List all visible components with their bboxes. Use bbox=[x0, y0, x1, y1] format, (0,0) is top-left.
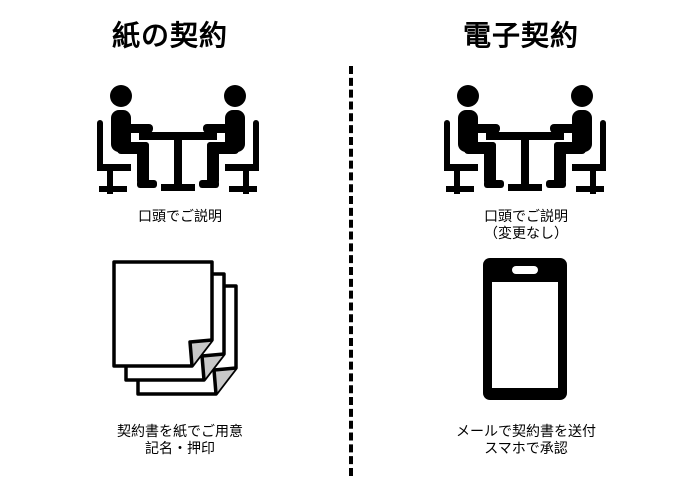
left-document-caption: 契約書を紙でご用意 記名・押印 bbox=[95, 424, 265, 458]
right-meeting-caption-line2: （変更なし） bbox=[484, 226, 568, 242]
right-meeting-caption: 口頭でご説明 （変更なし） bbox=[441, 209, 611, 243]
paper-documents-icon bbox=[112, 260, 238, 396]
electronic-contract-title: 電子契約 bbox=[462, 19, 579, 52]
meeting-icon bbox=[444, 85, 606, 194]
meeting-icon bbox=[97, 85, 259, 194]
left-meeting-caption: 口頭でご説明 bbox=[95, 209, 265, 226]
right-document-caption-line2: スマホで承認 bbox=[484, 441, 568, 457]
left-meeting-caption-line1: 口頭でご説明 bbox=[138, 209, 222, 225]
right-document-caption: メールで契約書を送付 スマホで承認 bbox=[431, 424, 621, 458]
dashed-divider bbox=[349, 66, 353, 476]
left-document-caption-line1: 契約書を紙でご用意 bbox=[117, 424, 243, 440]
paper-contract-title: 紙の契約 bbox=[111, 19, 228, 52]
left-document-caption-line2: 記名・押印 bbox=[145, 441, 215, 457]
right-meeting-caption-line1: 口頭でご説明 bbox=[484, 209, 568, 225]
right-document-caption-line1: メールで契約書を送付 bbox=[456, 424, 596, 440]
smartphone-icon bbox=[483, 258, 567, 400]
